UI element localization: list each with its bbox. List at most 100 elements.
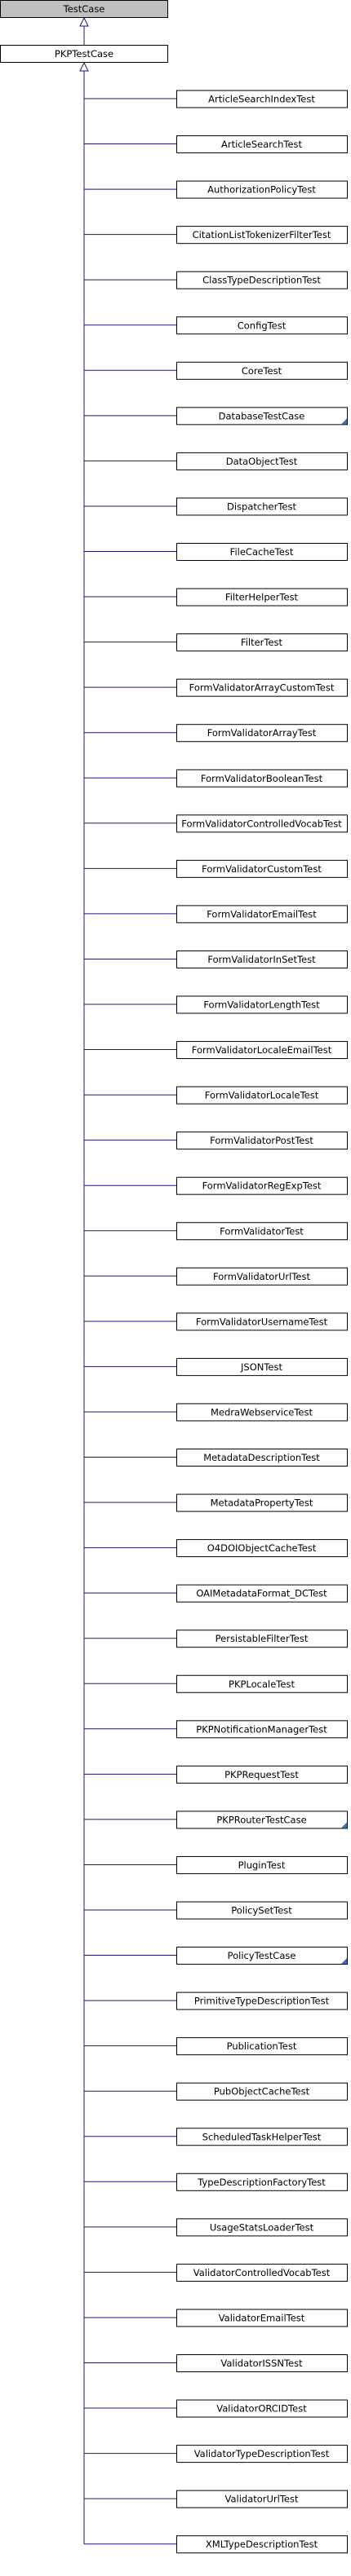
child-node[interactable]: AuthorizationPolicyTest	[176, 180, 348, 199]
node-box	[176, 2128, 348, 2146]
node-label: JSONTest	[240, 1361, 282, 1373]
child-node[interactable]: FormValidatorInSetTest	[176, 950, 348, 968]
child-node[interactable]: PrimitiveTypeDescriptionTest	[176, 1992, 348, 2010]
truncated-marker-icon	[341, 418, 347, 425]
child-node[interactable]: PKPLocaleTest	[176, 1674, 348, 1693]
child-node[interactable]: FormValidatorLocaleTest	[176, 1086, 348, 1105]
child-node[interactable]: PluginTest	[176, 1855, 348, 1874]
child-node[interactable]: FormValidatorArrayCustomTest	[176, 678, 348, 697]
node-label: FileCacheTest	[230, 546, 294, 558]
node-label: FormValidatorArrayTest	[207, 727, 317, 739]
child-node[interactable]: PKPRequestTest	[176, 1765, 348, 1784]
node-box	[176, 226, 348, 245]
child-node[interactable]: CoreTest	[176, 361, 348, 380]
child-node[interactable]: ScheduledTaskHelperTest	[176, 2128, 348, 2146]
child-node[interactable]: FormValidatorRegExpTest	[176, 1176, 348, 1195]
child-node[interactable]: ConfigTest	[176, 316, 348, 335]
child-node[interactable]: ValidatorControlledVocabTest	[176, 2263, 348, 2282]
node-box	[176, 678, 348, 697]
child-node[interactable]: DispatcherTest	[176, 497, 348, 516]
node-box	[176, 1630, 348, 1648]
child-node[interactable]: MedraWebserviceTest	[176, 1403, 348, 1422]
node-box	[176, 633, 348, 652]
child-node[interactable]: JSONTest	[176, 1357, 348, 1376]
child-node[interactable]: FormValidatorArrayTest	[176, 724, 348, 743]
inheritance-arrow	[79, 16, 89, 27]
child-node[interactable]: UsageStatsLoaderTest	[176, 2218, 348, 2237]
node-label: FormValidatorEmailTest	[207, 908, 317, 920]
child-node[interactable]: PubObjectCacheTest	[176, 2082, 348, 2101]
child-node[interactable]: FormValidatorLengthTest	[176, 995, 348, 1014]
child-node[interactable]: FormValidatorUsernameTest	[176, 1312, 348, 1331]
node-label: PolicyTestCase	[228, 1950, 296, 1961]
child-node[interactable]: MetadataPropertyTest	[176, 1493, 348, 1512]
child-node[interactable]: OAIMetadataFormat_DCTest	[176, 1584, 348, 1603]
child-node[interactable]: FormValidatorLocaleEmailTest	[176, 1041, 348, 1060]
node-box	[176, 995, 348, 1014]
child-node[interactable]: PKPRouterTestCase	[176, 1811, 348, 1829]
child-node[interactable]: ValidatorEmailTest	[176, 2309, 348, 2327]
node-box	[176, 1131, 348, 1150]
node-label: PersistableFilterTest	[215, 1633, 309, 1644]
child-node[interactable]: ValidatorTypeDescriptionTest	[176, 2445, 348, 2464]
child-node[interactable]: FormValidatorTest	[176, 1222, 348, 1241]
node-box	[176, 2037, 348, 2056]
truncated-marker-icon	[341, 1958, 347, 1965]
node-box	[176, 135, 348, 154]
child-node[interactable]: ArticleSearchTest	[176, 135, 348, 154]
child-node[interactable]: CitationListTokenizerFilterTest	[176, 226, 348, 245]
truncated-marker-icon	[341, 1822, 347, 1828]
node-label: PubObjectCacheTest	[214, 2086, 310, 2097]
node-label: FormValidatorBooleanTest	[201, 773, 323, 784]
child-node[interactable]: DataObjectTest	[176, 452, 348, 470]
child-node[interactable]: FilterHelperTest	[176, 588, 348, 607]
child-node[interactable]: FormValidatorUrlTest	[176, 1267, 348, 1286]
child-node[interactable]: DatabaseTestCase	[176, 407, 348, 426]
node-box	[176, 2172, 348, 2191]
node-testcase[interactable]: TestCase	[0, 0, 168, 18]
child-node[interactable]: ValidatorISSNTest	[176, 2354, 348, 2372]
node-box	[176, 588, 348, 607]
child-node[interactable]: XMLTypeDescriptionTest	[176, 2535, 348, 2554]
node-label: ArticleSearchTest	[221, 139, 303, 150]
node-label: FilterTest	[241, 637, 283, 648]
node-box	[176, 1357, 348, 1376]
child-node[interactable]: ClassTypeDescriptionTest	[176, 271, 348, 289]
child-node[interactable]: PublicationTest	[176, 2037, 348, 2056]
node-label: FilterHelperTest	[225, 592, 299, 603]
child-node[interactable]: FileCacheTest	[176, 543, 348, 561]
inheritance-arrow	[79, 61, 89, 72]
child-node[interactable]: PersistableFilterTest	[176, 1630, 348, 1648]
node-label: PolicySetTest	[231, 1905, 292, 1917]
child-node[interactable]: PKPNotificationManagerTest	[176, 1720, 348, 1739]
child-node[interactable]: ArticleSearchIndexTest	[176, 90, 348, 108]
child-node[interactable]: PolicySetTest	[176, 1901, 348, 1920]
node-box	[176, 724, 348, 743]
child-node[interactable]: FilterTest	[176, 633, 348, 652]
child-node[interactable]: PolicyTestCase	[176, 1947, 348, 1965]
node-box	[176, 1584, 348, 1603]
child-node[interactable]: FormValidatorBooleanTest	[176, 769, 348, 787]
node-label: DispatcherTest	[227, 501, 296, 512]
node-pkptestcase[interactable]: PKPTestCase	[0, 45, 168, 63]
child-node[interactable]: FormValidatorEmailTest	[176, 905, 348, 924]
node-label: O4DOIObjectCacheTest	[207, 1542, 317, 1554]
child-node[interactable]: MetadataDescriptionTest	[176, 1449, 348, 1467]
node-label: TestCase	[63, 3, 105, 15]
node-box	[0, 0, 168, 18]
child-node[interactable]: FormValidatorControlledVocabTest	[176, 814, 348, 833]
child-node[interactable]: FormValidatorPostTest	[176, 1131, 348, 1150]
child-node[interactable]: FormValidatorCustomTest	[176, 859, 348, 878]
node-box	[176, 1222, 348, 1241]
node-label: PKPRouterTestCase	[216, 1814, 306, 1825]
node-label: FormValidatorArrayCustomTest	[189, 682, 335, 694]
child-node[interactable]: ValidatorORCIDTest	[176, 2399, 348, 2418]
child-node[interactable]: O4DOIObjectCacheTest	[176, 1539, 348, 1558]
node-box	[176, 950, 348, 968]
child-node[interactable]: ValidatorUrlTest	[176, 2490, 348, 2508]
node-box	[176, 543, 348, 561]
node-label: PluginTest	[238, 1859, 286, 1871]
child-node[interactable]: TypeDescriptionFactoryTest	[176, 2172, 348, 2191]
node-box	[176, 769, 348, 787]
